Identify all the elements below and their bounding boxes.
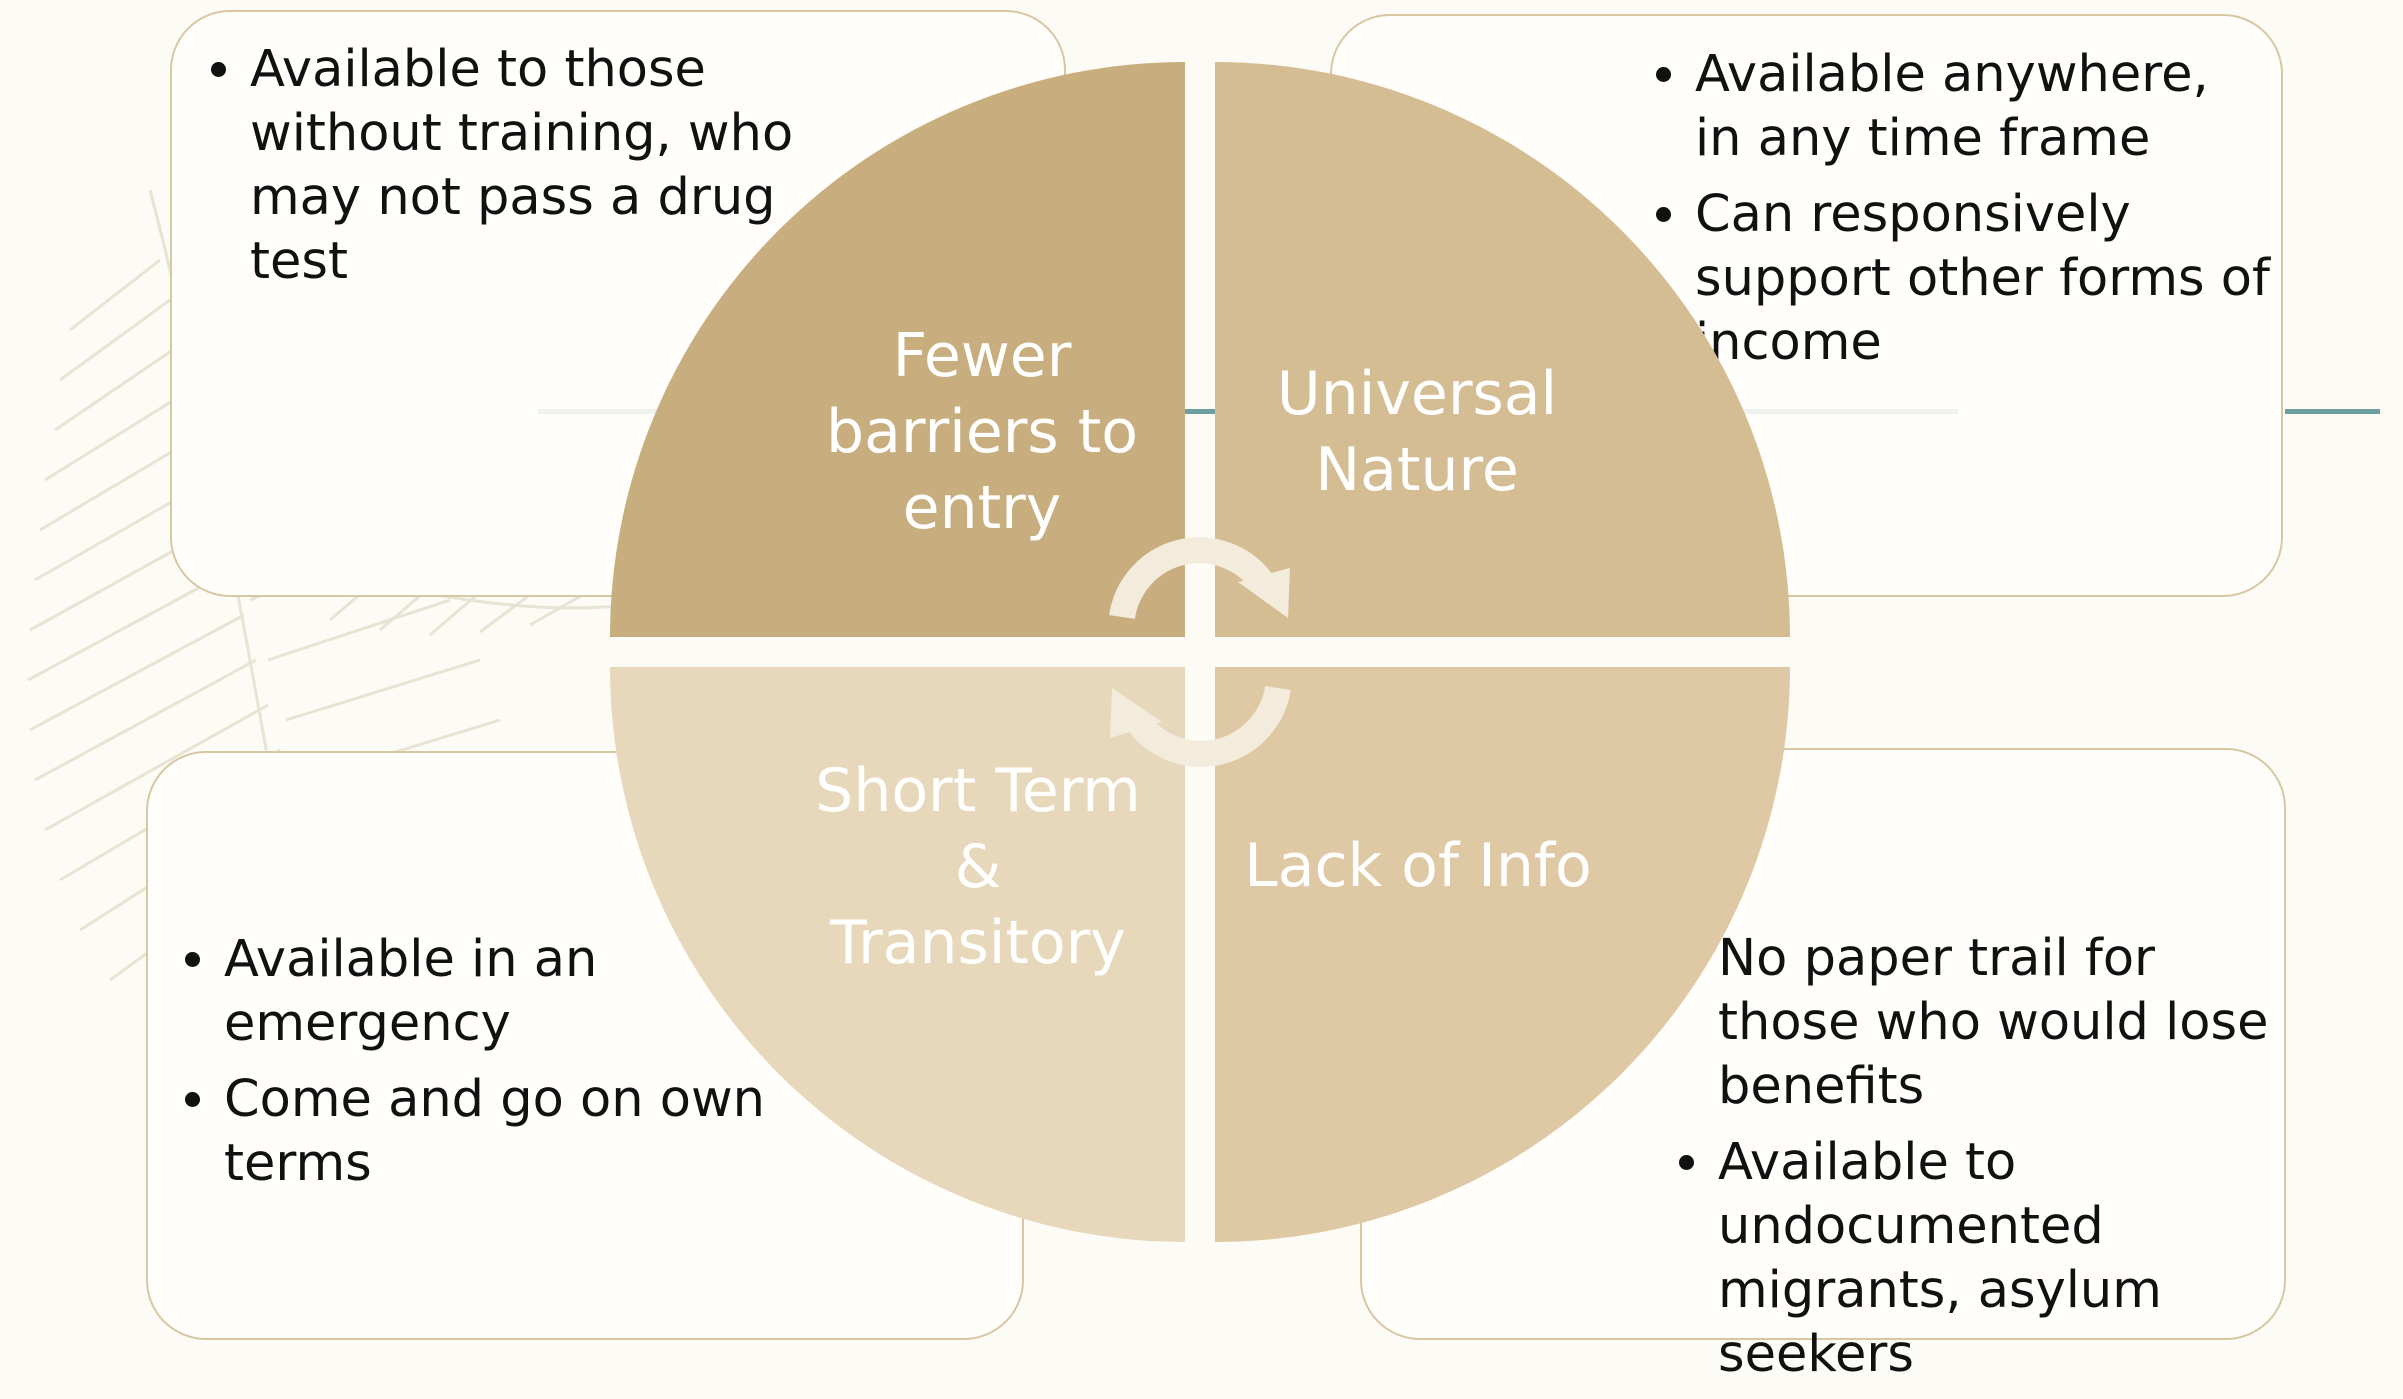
list-item: Available to those without training, who… <box>206 38 826 294</box>
curved-arrow-counterclockwise-icon <box>1110 685 1291 767</box>
accent-line-mid <box>1185 409 1215 414</box>
quadrant-label-fewer-barriers: Fewer barriers to entry <box>826 321 1138 543</box>
quadrant-label-universal-nature: Universal Nature <box>1276 359 1558 505</box>
quadrant-circle-diagram <box>610 62 1790 1242</box>
accent-line-right <box>2285 409 2380 414</box>
bottom-right-bullets: No paper trail for those who would lose … <box>1674 927 2274 1399</box>
quadrant-label-lack-of-info: Lack of Info <box>1244 831 1592 901</box>
list-item: Available anywhere, in any time frame <box>1651 43 2271 171</box>
list-item: Available to undocumented migrants, asyl… <box>1674 1131 2274 1387</box>
quadrant-bottom-right <box>1215 667 1790 1242</box>
quadrant-top-left <box>610 62 1185 637</box>
list-item: Can responsively support other forms of … <box>1651 183 2271 375</box>
list-item: Come and go on own terms <box>180 1068 800 1196</box>
top-right-bullets: Available anywhere, in any time frame Ca… <box>1651 43 2271 387</box>
quadrant-label-short-term: Short Term & Transitory <box>815 756 1141 978</box>
quadrant-bottom-left <box>610 667 1185 1242</box>
curved-arrow-clockwise-icon <box>1109 537 1290 620</box>
top-left-bullets: Available to those without training, who… <box>206 38 826 306</box>
quadrant-top-right <box>1215 62 1790 637</box>
bottom-left-bullets: Available in an emergency Come and go on… <box>180 928 800 1208</box>
list-item: No paper trail for those who would lose … <box>1718 929 2269 1116</box>
list-item: Available in an emergency <box>180 928 800 1056</box>
